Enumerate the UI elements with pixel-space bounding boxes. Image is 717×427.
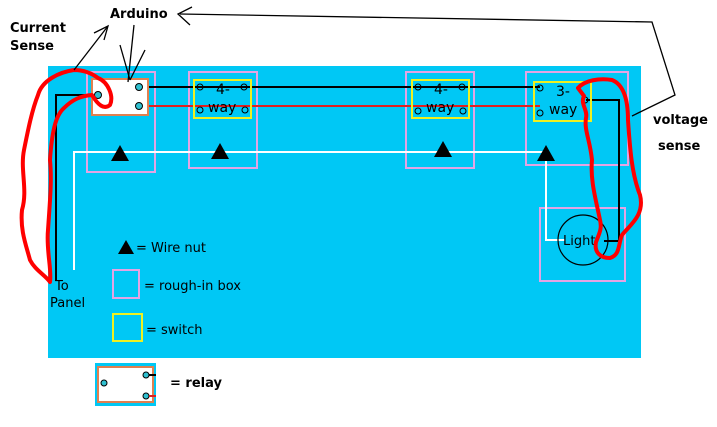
legend-switch-swatch (112, 313, 143, 342)
legend-switch: = switch (146, 323, 203, 338)
switch-label: way (426, 100, 454, 116)
arrow-head-icon (93, 24, 110, 41)
wire-nut-icon (111, 145, 129, 161)
current-sense-label: Current (10, 21, 66, 36)
legend-wire-nut: = Wire nut (136, 241, 206, 256)
light-switched-wire (586, 99, 620, 242)
to-panel-label: Panel (50, 296, 85, 311)
voltage-sense-label: voltage (653, 113, 708, 128)
switch-4way-1: 4- way (193, 79, 252, 119)
rough-in-box-relay (86, 71, 156, 173)
arduino-lead (127, 24, 135, 83)
rough-in-box-4way-2 (405, 71, 475, 169)
current-sense-scribble (19, 68, 114, 284)
legend-rough-in-box-swatch (112, 269, 140, 299)
relay-terminal (135, 102, 143, 110)
switch-label: 4- (434, 82, 448, 98)
relay-terminal (135, 83, 143, 91)
legend-relay: = relay (170, 376, 222, 391)
wire-nut-icon (211, 143, 229, 159)
light-fixture (557, 214, 609, 266)
arduino-lead (119, 44, 131, 81)
switch-label: way (549, 102, 577, 118)
switch-label: 4- (216, 82, 230, 98)
rough-in-box-4way-1 (188, 71, 258, 169)
arduino-label: Arduino (110, 7, 168, 22)
current-sense-lead (73, 25, 109, 71)
wire-nut-icon (434, 141, 452, 157)
legend-rough-in-box: = rough-in box (144, 279, 241, 294)
rough-in-box-light (539, 207, 626, 282)
voltage-sense-lead (179, 13, 676, 117)
wire-nut-icon (118, 240, 134, 254)
arduino-lead (129, 49, 146, 81)
switch-label: 3- (556, 84, 570, 100)
voltage-sense-label: sense (658, 139, 701, 154)
switch-label: way (208, 100, 236, 116)
switch-3way: 3- way (533, 81, 592, 122)
to-panel-label: To (54, 279, 69, 294)
switch-4way-2: 4- way (411, 79, 470, 119)
relay-terminal (94, 91, 102, 99)
wire-nut-icon (537, 145, 555, 161)
arrow-head-icon (176, 6, 193, 26)
voltage-sense-scribble (576, 77, 643, 260)
light-label: Light (563, 234, 595, 249)
current-sense-label: Sense (10, 39, 54, 54)
